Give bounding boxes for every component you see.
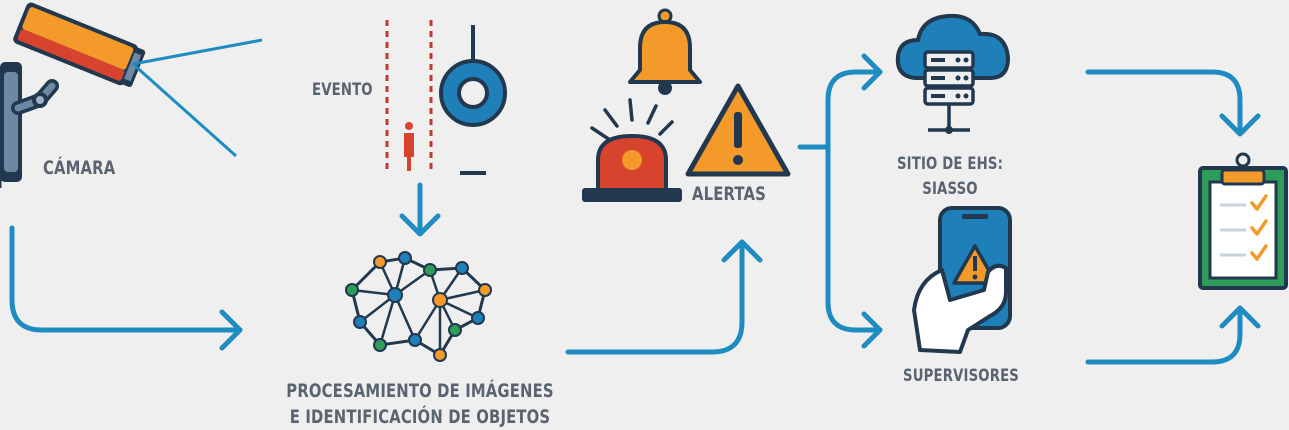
bell-icon [628,8,702,95]
camera-view-line-upper [132,38,263,66]
neural-network-icon [345,251,492,362]
arrow-to-report [1085,69,1261,365]
ehs-site-label: SITIO DE EHS: SIASSO [895,152,1004,202]
security-camera-icon [0,2,146,188]
arrow-alerts-branch [797,53,883,349]
arrow-processing-to-alerts [565,239,745,355]
arrow-camera-to-processing-head [219,309,243,351]
camera-label: CÁMARA [43,157,116,179]
processing-label-line2: E IDENTIFICACIÓN DE OBJETOS [289,406,551,428]
ehs-site-label-line1: SITIO DE EHS: [896,154,1004,174]
arrow-camera-to-processing [9,225,243,333]
warning-icon [685,83,791,177]
camera-view-line-lower [132,62,237,158]
phone-alert-icon [912,206,1012,354]
siren-icon [582,98,682,202]
clipboard-checklist-icon [1198,152,1288,290]
processing-label-line1: PROCESAMIENTO DE IMÁGENES [286,380,554,402]
arrow-event-to-processing [399,182,441,237]
object-detection-icon [385,20,507,175]
event-label: EVENTO [312,80,373,100]
arrow-processing-to-alerts-head [721,239,763,263]
supervisors-label: SUPERVISORES [903,366,1020,386]
alerts-label: ALERTAS [692,183,766,205]
cloud-server-icon [895,13,1011,134]
ehs-site-label-line2: SIASSO [922,179,978,199]
processing-label: PROCESAMIENTO DE IMÁGENES E IDENTIFICACI… [280,378,561,430]
